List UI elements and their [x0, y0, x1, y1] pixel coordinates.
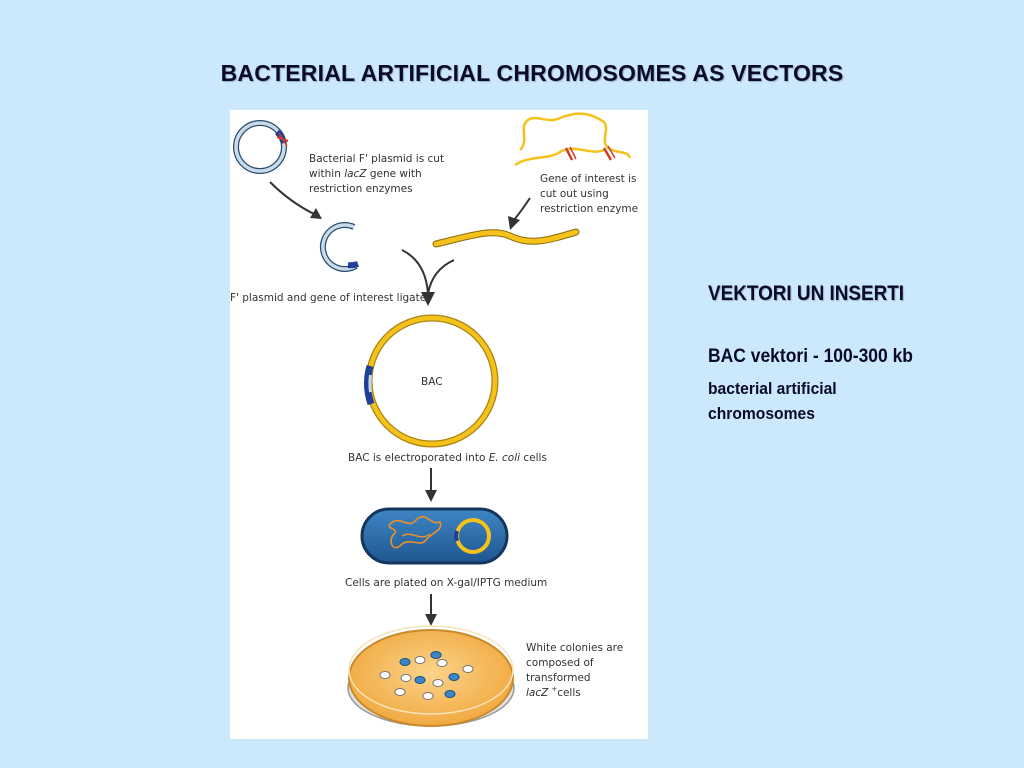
bac-label: BAC	[421, 376, 443, 388]
arrow-ligate	[401, 249, 455, 306]
white-colony	[436, 659, 448, 667]
white-colony	[422, 692, 434, 700]
electroporation-caption: BAC is electroporated into E. coli cells	[348, 452, 547, 464]
arrow-cut-gene	[508, 197, 531, 230]
cut-plasmid-icon	[319, 222, 359, 273]
bac-plasmid-icon	[364, 314, 499, 448]
white-colony	[432, 679, 444, 687]
arrow-to-plate	[425, 594, 437, 626]
bac-description-text: bacterial artificial chromosomes	[708, 379, 837, 423]
colonies-caption: White colonies are composed of transform…	[526, 642, 627, 699]
white-colony	[414, 656, 426, 664]
white-colony	[400, 674, 412, 682]
gene-of-interest-icon	[514, 112, 632, 167]
plating-caption: Cells are plated on X-gal/IPTG medium	[345, 577, 547, 589]
step1-caption: Bacterial F' plasmid is cut within lacZ …	[309, 153, 447, 195]
colonies	[379, 651, 474, 700]
gene-caption: Gene of interest is cut out using restri…	[540, 173, 640, 215]
f-plasmid-icon	[233, 120, 289, 174]
blue-colony	[399, 658, 411, 666]
white-colony	[394, 688, 406, 696]
bac-cloning-figure: Bacterial F' plasmid is cut within lacZ …	[230, 110, 648, 739]
gene-fragment-icon	[432, 228, 580, 248]
arrow-to-cell	[425, 468, 437, 502]
slide-title: BACTERIAL ARTIFICIAL CHROMOSOMES AS VECT…	[220, 60, 844, 86]
bac-cloning-diagram: Bacterial F' plasmid is cut within lacZ …	[230, 112, 640, 727]
step1-line1: Bacterial F' plasmid is cut	[309, 153, 444, 165]
side-heading: VEKTORI UN INSERTI	[708, 282, 905, 305]
blue-colony	[444, 690, 456, 698]
petri-dish-icon	[347, 625, 515, 727]
blue-colony	[414, 676, 426, 684]
ligate-caption: F' plasmid and gene of interest ligate	[230, 292, 426, 304]
ecoli-cell-icon	[360, 507, 509, 565]
arrow-cut-plasmid	[269, 181, 322, 219]
white-colony	[462, 665, 474, 673]
blue-colony	[448, 673, 460, 681]
white-colony	[379, 671, 391, 679]
blue-colony	[430, 651, 442, 659]
bac-size-text: BAC vektori - 100-300 kb	[708, 346, 914, 367]
